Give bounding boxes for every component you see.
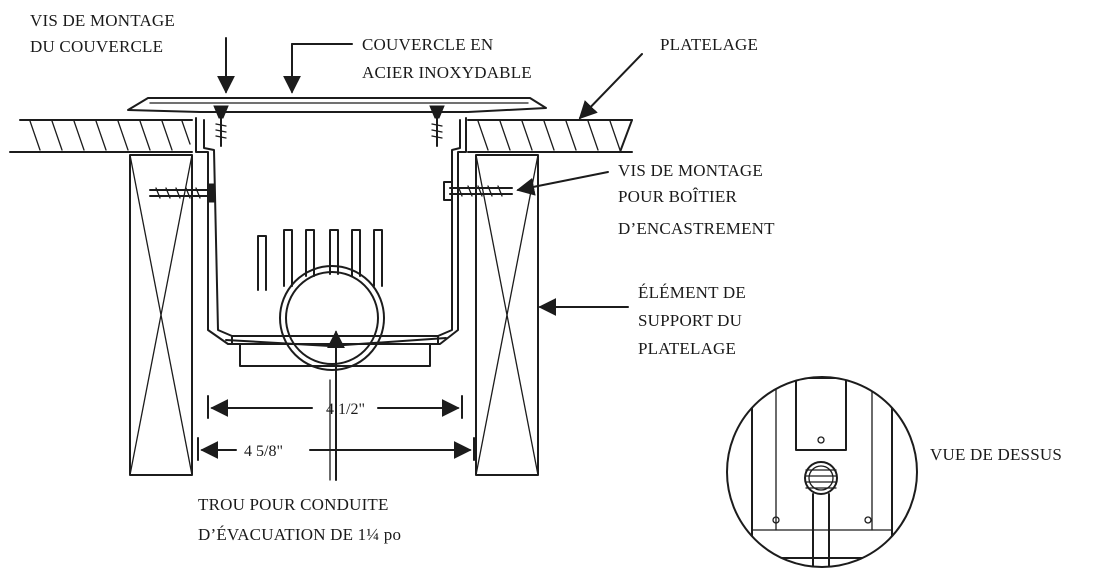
dimension-inner-label: 4 1/2" — [326, 401, 365, 418]
right-joist — [475, 154, 539, 476]
drain-strainer — [257, 229, 383, 291]
label-box-screws-3: D’ENCASTREMENT — [618, 219, 775, 238]
label-top-view: VUE DE DESSUS — [930, 445, 1062, 464]
label-support-3: PLATELAGE — [638, 339, 736, 358]
dimension-outer-label: 4 5/8" — [244, 443, 283, 460]
decking-slab — [9, 119, 633, 153]
label-drain-2: D’ÉVACUATION DE 1¼ po — [198, 525, 401, 544]
label-box-screws-2: POUR BOÎTIER — [618, 187, 738, 206]
dimension-inner — [207, 379, 463, 481]
label-decking: PLATELAGE — [660, 35, 758, 54]
box-screw-left — [149, 183, 215, 203]
stainless-cover — [127, 97, 547, 113]
label-cover-1: COUVERCLE EN — [362, 35, 493, 54]
leader-lines — [217, 37, 643, 481]
label-support-2: SUPPORT DU — [638, 311, 742, 330]
drain-pipe — [279, 265, 385, 371]
label-support-1: ÉLÉMENT DE — [638, 283, 746, 302]
label-box-screws-1: VIS DE MONTAGE — [618, 161, 763, 180]
label-cover-2: ACIER INOXYDABLE — [362, 63, 532, 82]
label-cover-screws-1: VIS DE MONTAGE — [30, 11, 175, 30]
cover-screw-right — [429, 105, 445, 147]
cover-screw-left — [213, 105, 229, 147]
box-screw-right — [443, 181, 513, 201]
left-joist — [129, 154, 193, 476]
label-drain-1: TROU POUR CONDUITE — [198, 495, 389, 514]
top-view-inset — [726, 376, 918, 568]
label-cover-screws-2: DU COUVERCLE — [30, 37, 163, 56]
